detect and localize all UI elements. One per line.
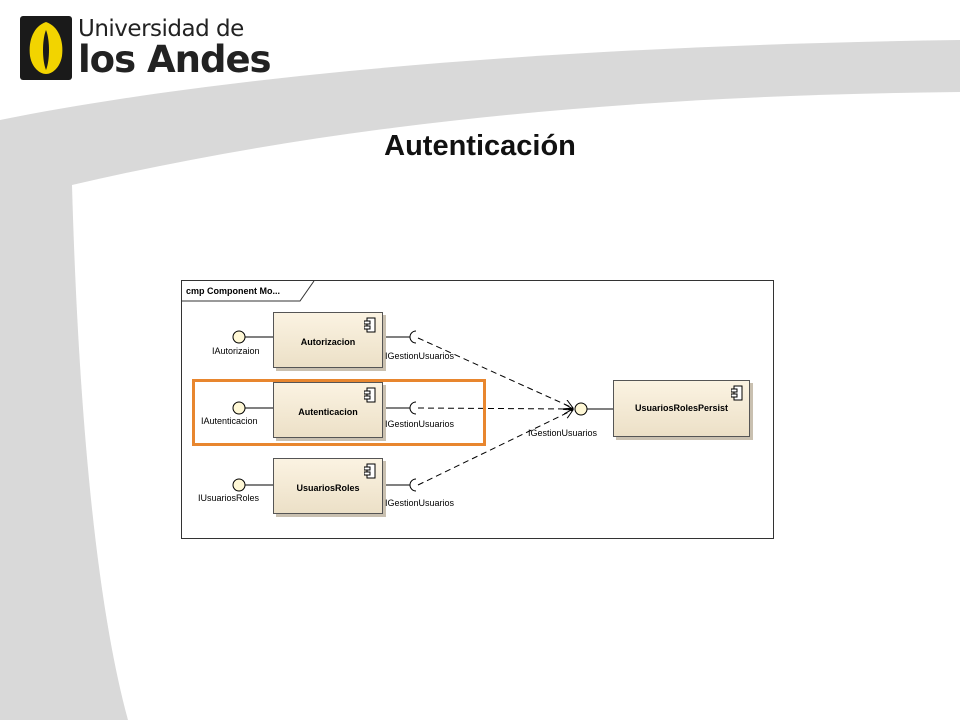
interface-label-igestion-autorizacion: IGestionUsuarios: [385, 351, 455, 361]
interface-label-igestion-autenticacion: IGestionUsuarios: [385, 419, 455, 429]
dependency-autenticacion: [417, 408, 573, 409]
slide-title: Autenticación: [384, 130, 576, 162]
interface-label-iautorizaion: IAutorizaion: [212, 346, 260, 356]
component-name: UsuariosRolesPersist: [634, 403, 729, 413]
lollipop-autorizacion: [232, 330, 273, 344]
component-autenticacion: Autenticacion: [273, 382, 383, 438]
frame-tab-outline: [182, 281, 315, 302]
socket-autenticacion: [383, 401, 417, 415]
component-name: UsuariosRoles: [296, 483, 360, 493]
lollipop-persist: [574, 402, 613, 416]
frame-label: cmp Component Mo...: [186, 286, 280, 296]
logo-text-line2: los Andes: [78, 38, 272, 81]
component-icon: [731, 385, 743, 401]
component-icon: [364, 387, 376, 403]
component-name: Autenticacion: [298, 407, 358, 417]
socket-usuarios-roles: [383, 478, 417, 492]
interface-label-igestion-persist: IGestionUsuarios: [528, 428, 598, 438]
component-usuarios-roles-persist: UsuariosRolesPersist: [613, 380, 750, 437]
interface-label-iusuariosroles: IUsuariosRoles: [198, 493, 260, 503]
highlight-box: [192, 379, 486, 446]
lollipop-autenticacion: [232, 401, 273, 415]
dependency-autorizacion: [417, 337, 573, 408]
dependency-usuarios-roles: [417, 410, 573, 486]
component-usuarios-roles: UsuariosRoles: [273, 458, 383, 514]
component-icon: [364, 463, 376, 479]
component-autorizacion: Autorizacion: [273, 312, 383, 368]
component-icon: [364, 317, 376, 333]
lollipop-usuarios-roles: [232, 478, 273, 492]
interface-label-iautenticacion: IAutenticacion: [201, 416, 258, 426]
socket-autorizacion: [383, 330, 417, 344]
university-logo-icon: [20, 16, 72, 80]
component-name: Autorizacion: [300, 337, 356, 347]
logo-text-line1: Universidad de: [78, 16, 244, 42]
interface-label-igestion-usuariosroles: IGestionUsuarios: [385, 498, 455, 508]
